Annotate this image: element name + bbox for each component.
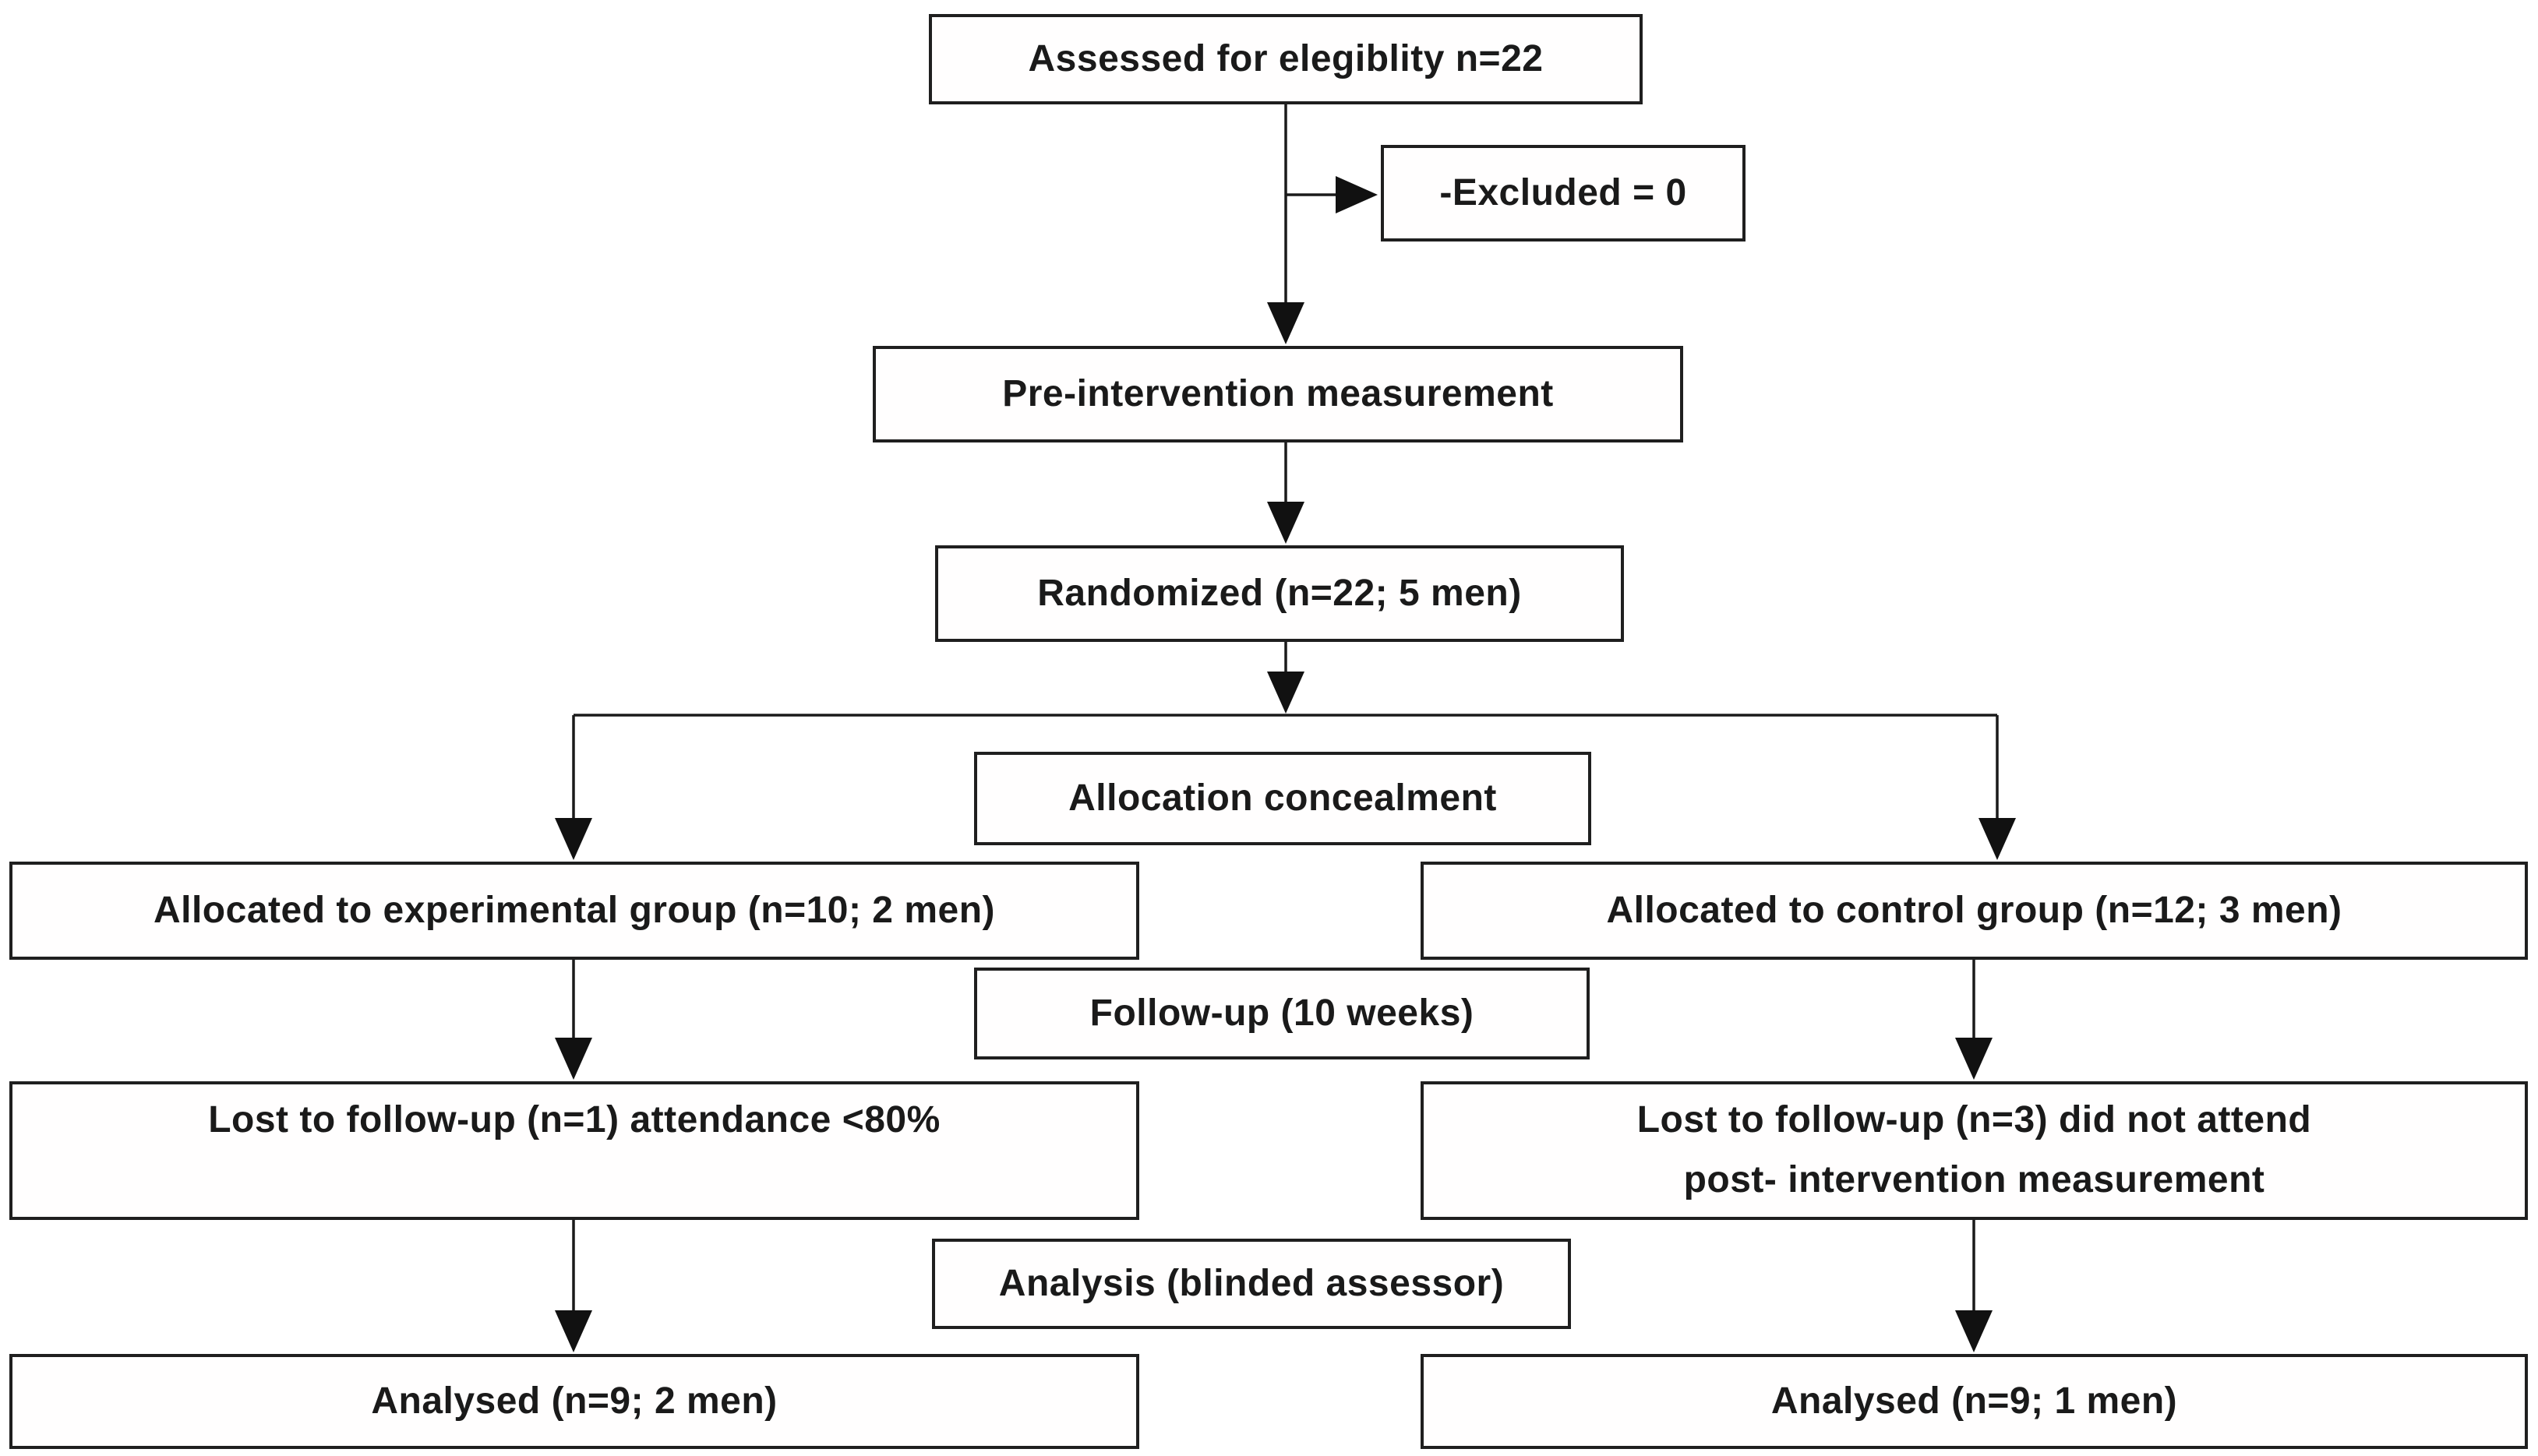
node-lost-control-line2: post- intervention measurement — [1683, 1159, 2265, 1200]
node-allocated-control-label: Allocated to control group (n=12; 3 men) — [1606, 890, 2342, 931]
node-allocation-concealment-label: Allocation concealment — [1068, 777, 1497, 819]
connector-branch-to-allocated-experimental — [555, 715, 592, 860]
node-analysis-label: Analysis (blinded assessor) — [998, 1263, 1505, 1304]
node-lost-to-follow-up-experimental: Lost to follow-up (n=1) attendance <80% — [9, 1081, 1139, 1220]
node-pre-intervention-measurement: Pre-intervention measurement — [873, 346, 1683, 442]
node-follow-up-label: Follow-up (10 weeks) — [1089, 992, 1474, 1034]
node-assessed-for-eligibility: Assessed for elegiblity n=22 — [929, 14, 1643, 104]
node-randomized: Randomized (n=22; 5 men) — [935, 545, 1624, 642]
connector-lost-to-analysed-control — [1955, 1220, 1993, 1352]
node-lost-control-line1: Lost to follow-up (n=3) did not attend — [1636, 1099, 2312, 1141]
node-follow-up: Follow-up (10 weeks) — [974, 968, 1590, 1059]
connector-randomized-to-branch — [1267, 642, 1304, 714]
connector-allocated-to-lost-control — [1955, 960, 1993, 1080]
node-excluded-label: -Excluded = 0 — [1439, 172, 1687, 213]
node-analysed-experimental: Analysed (n=9; 2 men) — [9, 1354, 1139, 1449]
connector-assessed-to-excluded — [1286, 176, 1378, 213]
node-allocated-experimental-label: Allocated to experimental group (n=10; 2… — [153, 890, 996, 931]
node-lost-to-follow-up-control: Lost to follow-up (n=3) did not attend p… — [1421, 1081, 2528, 1220]
node-analysis-blinded-assessor: Analysis (blinded assessor) — [932, 1239, 1571, 1329]
node-analysed-experimental-label: Analysed (n=9; 2 men) — [371, 1380, 778, 1422]
connector-preintervention-to-randomized — [1267, 442, 1304, 544]
node-analysed-control-label: Analysed (n=9; 1 men) — [1770, 1380, 2178, 1422]
node-excluded: -Excluded = 0 — [1381, 145, 1746, 241]
connector-branch-to-allocated-control — [1979, 715, 2016, 860]
node-allocated-experimental-group: Allocated to experimental group (n=10; 2… — [9, 862, 1139, 960]
node-randomized-label: Randomized (n=22; 5 men) — [1037, 573, 1522, 614]
node-assessed-label: Assessed for elegiblity n=22 — [1028, 38, 1544, 79]
connector-lost-to-analysed-experimental — [555, 1220, 592, 1352]
node-allocation-concealment: Allocation concealment — [974, 752, 1591, 845]
connector-assessed-to-preintervention — [1267, 104, 1304, 344]
node-pre-intervention-label: Pre-intervention measurement — [1002, 373, 1554, 414]
node-allocated-control-group: Allocated to control group (n=12; 3 men) — [1421, 862, 2528, 960]
connector-allocated-to-lost-experimental — [555, 960, 592, 1080]
node-analysed-control: Analysed (n=9; 1 men) — [1421, 1354, 2528, 1449]
node-lost-experimental-label: Lost to follow-up (n=1) attendance <80% — [208, 1099, 941, 1140]
